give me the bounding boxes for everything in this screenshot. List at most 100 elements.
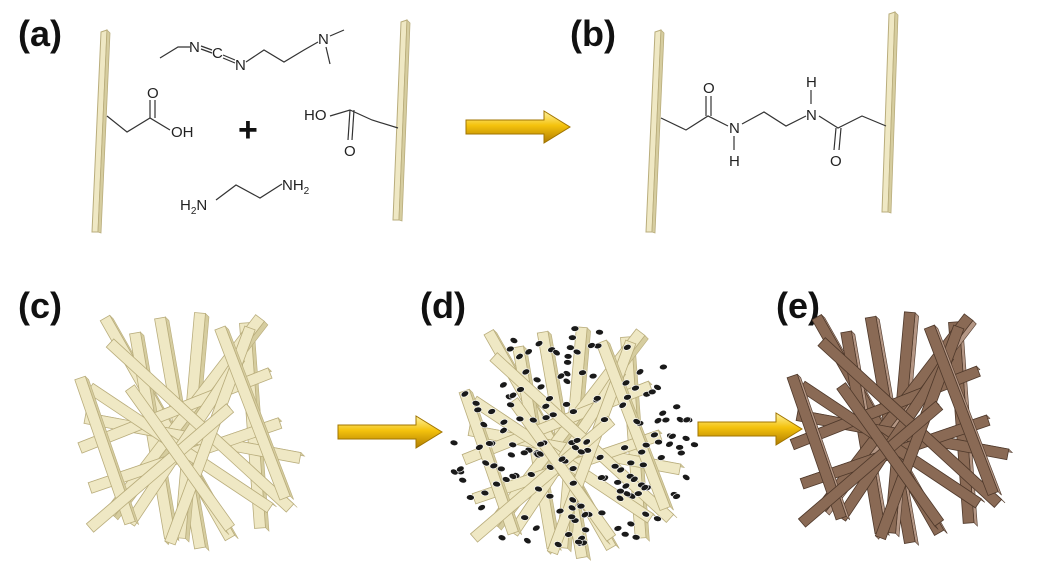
nanoparticle-icon: [516, 386, 525, 393]
nanoparticle-icon: [682, 473, 691, 481]
nanoparticle-icon: [532, 376, 542, 383]
fiber-rod: [124, 384, 236, 532]
nanoparticle-icon: [580, 511, 590, 519]
nanoparticle-icon: [509, 337, 519, 344]
nanoparticle-icon: [631, 534, 641, 541]
nanoparticle-icon: [616, 466, 625, 474]
svg-text:HO: HO: [304, 107, 327, 124]
nanoparticle-icon: [616, 488, 625, 495]
carboxylic-acid-left: O OH: [106, 85, 194, 141]
nanoparticle-icon: [555, 507, 565, 515]
amide-linkage: O N H N H O: [660, 74, 887, 170]
nanoparticle-icon: [477, 504, 486, 511]
nanoparticle-icon: [541, 414, 551, 421]
nanoparticle-icon: [557, 455, 567, 463]
nanoparticle-icon: [581, 526, 590, 533]
nanoparticle-icon: [572, 437, 582, 444]
nanoparticle-icon: [620, 444, 629, 451]
nanoparticle-icon: [654, 438, 663, 446]
fiber-rod: [214, 325, 291, 501]
nanoparticle-icon: [563, 359, 572, 366]
nanoparticle-icon: [497, 465, 506, 473]
nanoparticle-icon: [556, 372, 566, 380]
svg-text:C: C: [212, 45, 223, 62]
nanoparticle-icon: [492, 480, 501, 488]
nanoparticle-icon: [562, 401, 571, 408]
nanoparticle-icon: [520, 514, 529, 521]
nanoparticle-icon: [569, 408, 578, 415]
edc-molecule: N C N N: [159, 29, 345, 74]
panel-b-product: O N H N H O: [645, 11, 899, 234]
nanoparticle-icon: [637, 448, 646, 456]
fiber-rod: [489, 352, 675, 523]
nanoparticle-icon: [653, 417, 663, 425]
nanoparticle-icon: [534, 340, 544, 347]
panel-label-b: (b): [570, 13, 616, 54]
nanoparticle-icon: [536, 383, 546, 391]
nanoparticle-icon: [515, 353, 524, 360]
nanoparticle-icon: [661, 416, 671, 424]
nanoparticle-icon: [568, 496, 577, 504]
panel-label-c: (c): [18, 285, 62, 326]
nanoparticle-icon: [682, 416, 692, 424]
nanoparticle-icon: [552, 349, 561, 357]
ethylenediamine: H2N NH2: [180, 177, 310, 217]
nanoparticle-icon: [471, 400, 481, 407]
nanoparticle-icon: [639, 461, 648, 469]
nanoparticle-icon: [595, 454, 605, 461]
nanoparticle-icon: [564, 531, 573, 538]
nanoparticle-icon: [508, 473, 518, 480]
fiber-right-a: [392, 19, 411, 222]
nanoparticle-icon: [626, 459, 636, 467]
nanoparticle-icon: [499, 427, 508, 434]
nanoparticle-icon: [487, 408, 496, 415]
nanoparticle-icon: [623, 394, 632, 401]
nanoparticle-icon: [480, 489, 490, 497]
nanoparticle-icon: [610, 463, 620, 470]
nanoparticle-icon: [545, 395, 554, 402]
nanoparticle-icon: [613, 525, 623, 532]
nanoparticle-icon: [508, 441, 517, 448]
nanoparticle-icon: [501, 476, 511, 483]
nanoparticle-icon: [562, 377, 571, 385]
nanoparticle-icon: [479, 421, 488, 428]
nanoparticle-icon: [568, 465, 578, 472]
fiber-left-b: [645, 29, 665, 234]
nanoparticle-icon: [450, 468, 459, 476]
fiber-network-e-coated: [786, 311, 1014, 546]
nanoparticle-icon: [595, 329, 604, 336]
nanoparticle-icon: [524, 348, 533, 356]
nanoparticle-icon: [626, 520, 636, 528]
nanoparticle-icon: [554, 541, 563, 548]
nanoparticle-icon: [653, 384, 662, 391]
nanoparticle-icon: [632, 418, 641, 425]
nanoparticle-icon: [541, 403, 551, 410]
nanoparticle-icon: [578, 369, 587, 376]
nanoparticle-icon: [600, 416, 609, 423]
nanoparticle-icon: [570, 325, 580, 332]
nanoparticle-icon: [582, 438, 591, 446]
nanoparticle-icon: [665, 440, 674, 448]
svg-text:O: O: [147, 85, 159, 102]
nanoparticle-icon: [647, 388, 657, 396]
svg-text:N: N: [729, 120, 740, 137]
nanoparticle-icon: [527, 471, 536, 478]
nanoparticle-icon: [460, 390, 469, 398]
nanoparticle-icon: [641, 441, 651, 449]
nanoparticle-icon: [507, 451, 516, 459]
nanoparticle-icon: [515, 415, 525, 423]
nanoparticle-icon: [672, 403, 681, 410]
panel-label-d: (d): [420, 285, 466, 326]
right-arrow-icon: [465, 110, 571, 144]
fiber-rod: [595, 339, 671, 512]
nanoparticle-icon: [546, 463, 555, 471]
carboxylic-acid-right: HO O: [304, 107, 399, 160]
nanoparticle-icon: [536, 441, 545, 448]
panel-a-reactants: O OH N C N N + HO O: [91, 19, 411, 234]
nanoparticle-icon: [668, 433, 677, 440]
nanoparticle-icon: [623, 344, 632, 351]
nanoparticle-icon: [658, 409, 667, 417]
panel-label-a: (a): [18, 13, 62, 54]
svg-text:O: O: [703, 80, 715, 97]
nanoparticle-icon: [572, 348, 582, 356]
